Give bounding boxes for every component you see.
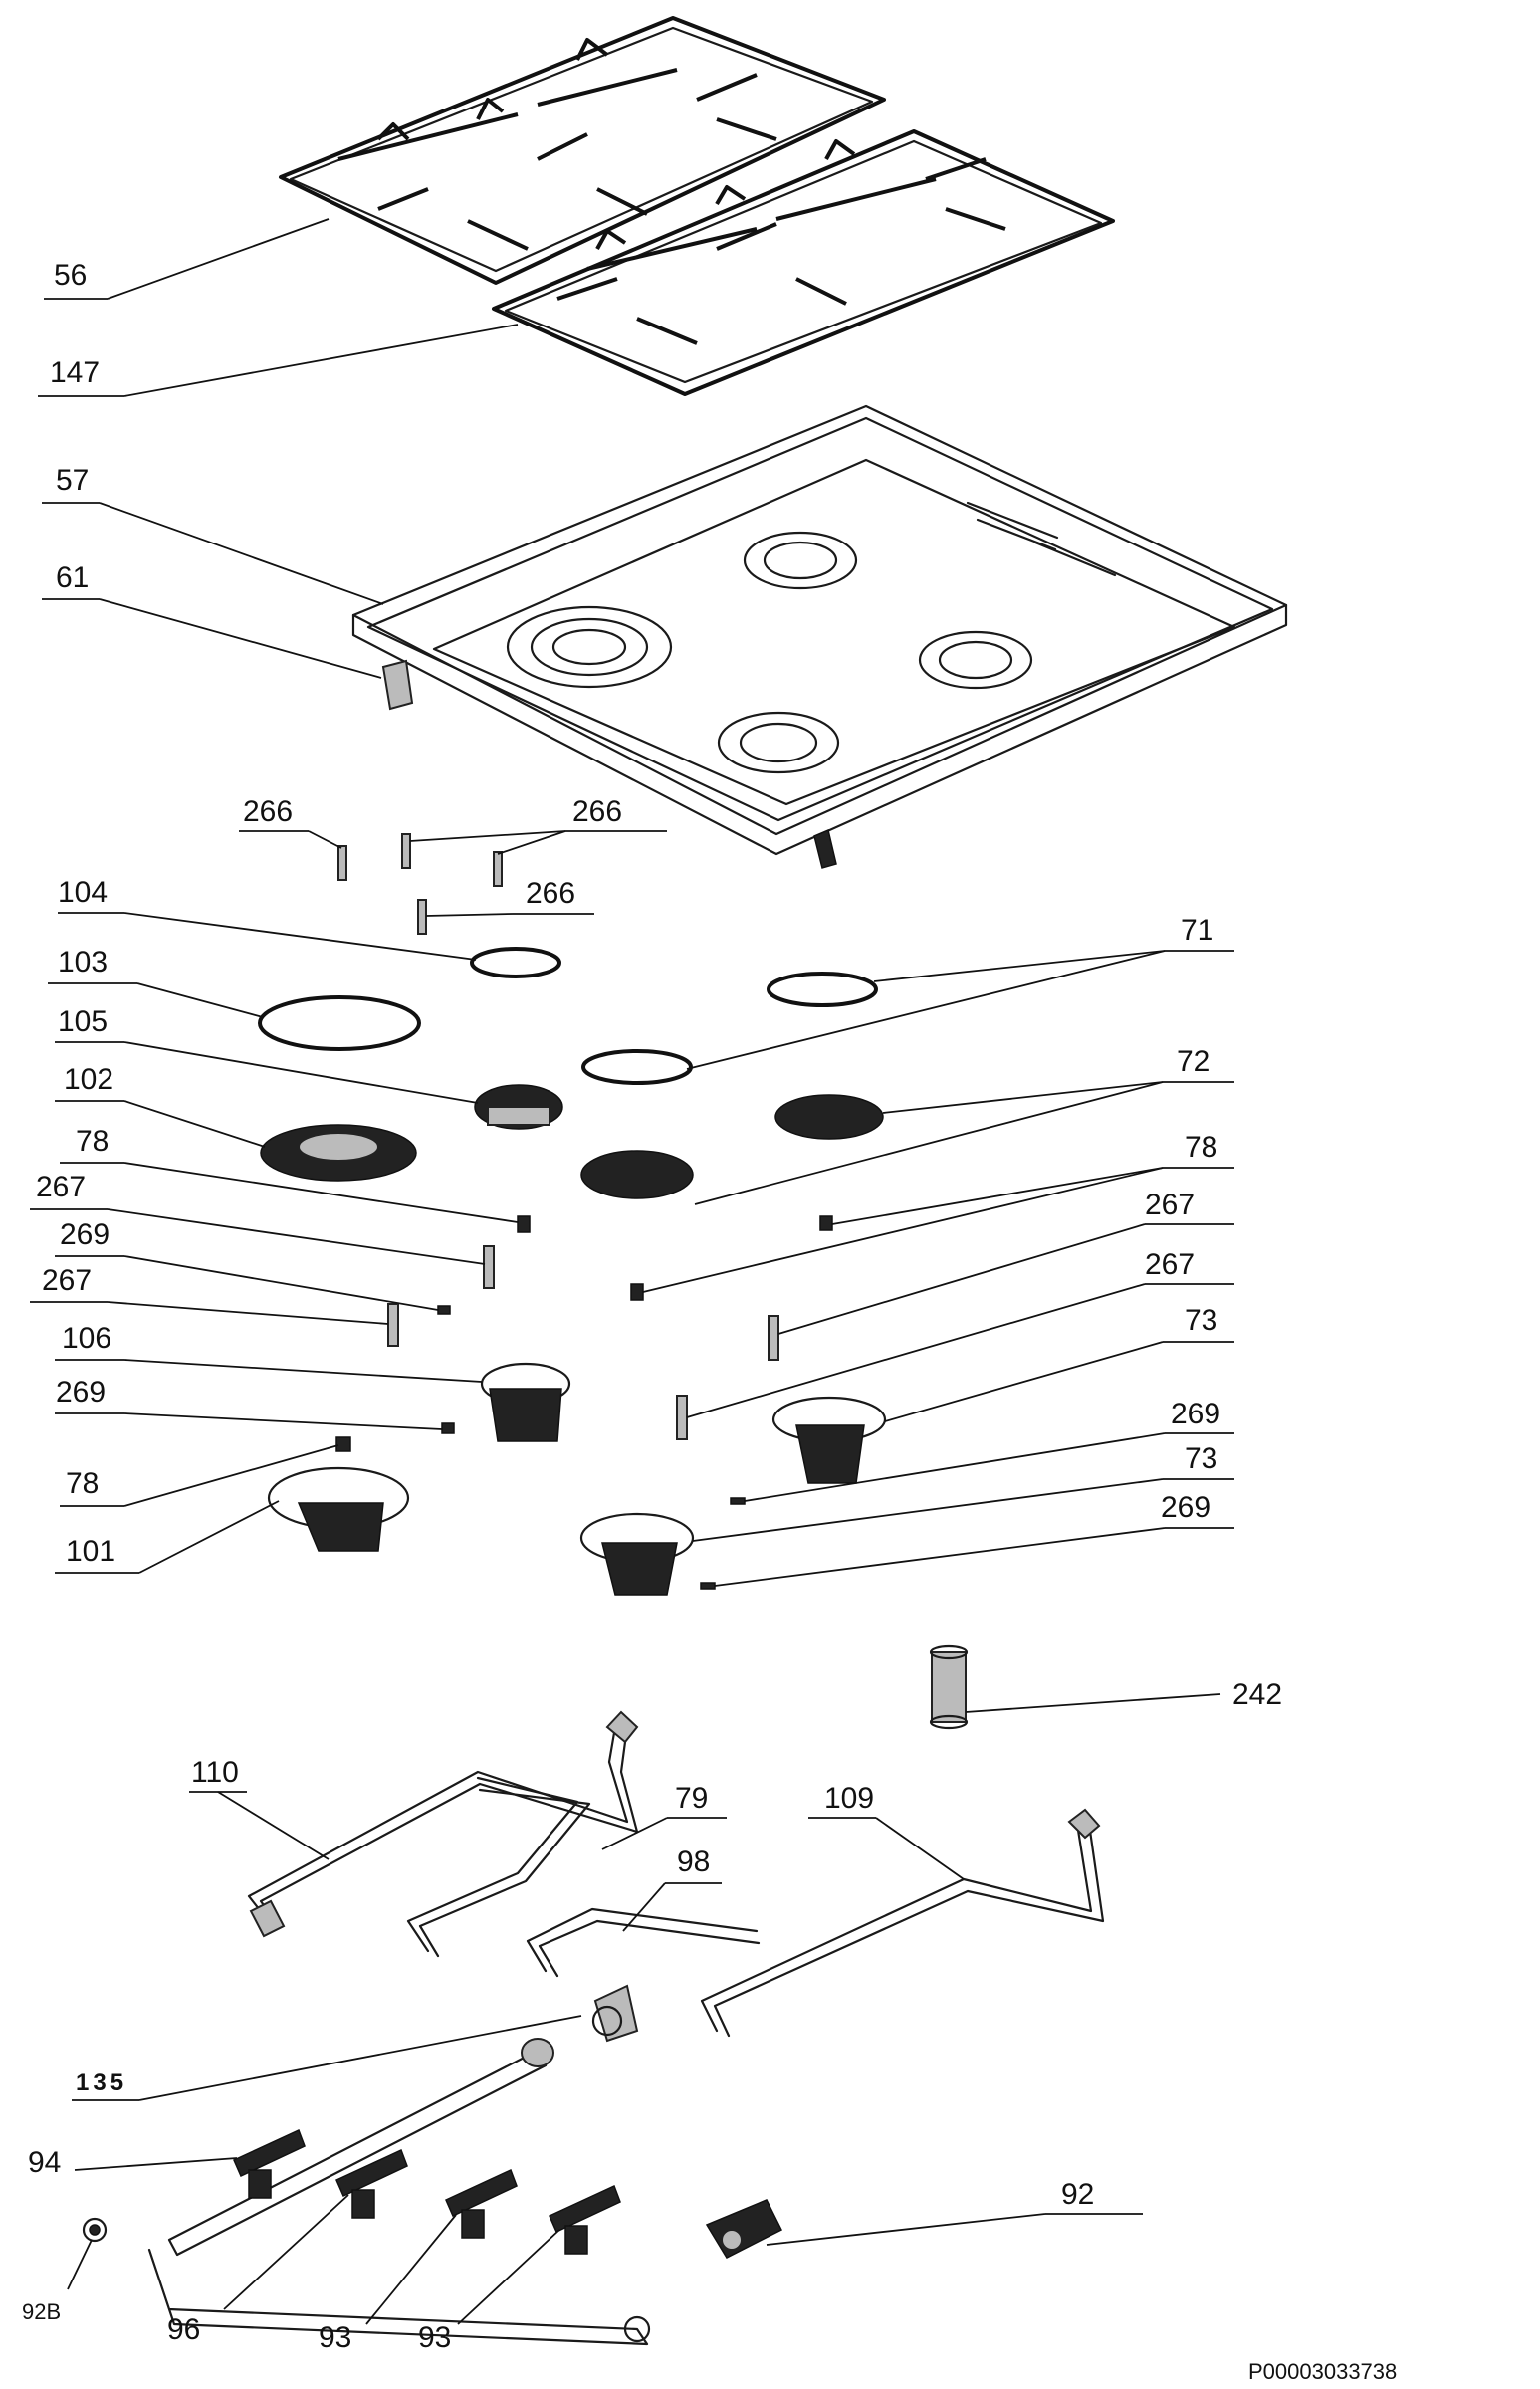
label-269-d: 269: [1161, 1491, 1210, 1524]
gas-taps: [147, 2128, 651, 2346]
label-110: 110: [191, 1756, 239, 1789]
gas-rail-135: [167, 1984, 639, 2257]
label-57: 57: [56, 464, 89, 497]
gas-pipes: [247, 1710, 1105, 2038]
part-number-labels: 56 147 57 61 266 266 266 104 103 105 102…: [22, 259, 1282, 2354]
burner-caps-left: [258, 947, 563, 1347]
label-93-b: 93: [418, 2321, 451, 2354]
label-101: 101: [66, 1535, 115, 1568]
label-79: 79: [675, 1782, 708, 1815]
label-94: 94: [28, 2146, 61, 2179]
label-109: 109: [824, 1782, 874, 1815]
label-269-b: 269: [56, 1376, 106, 1409]
label-242: 242: [1232, 1678, 1282, 1711]
label-104: 104: [58, 876, 108, 909]
label-92: 92: [1061, 2178, 1094, 2211]
label-78-b: 78: [66, 1467, 99, 1500]
pan-support-56: [279, 16, 886, 285]
label-73-b: 73: [1185, 1442, 1217, 1475]
label-92B: 92B: [22, 2299, 61, 2324]
burner-bodies-right: [579, 1396, 887, 1596]
injector-242: [929, 1644, 969, 1730]
label-266-lower: 266: [526, 877, 575, 910]
document-code: P00003033738: [1248, 2359, 1397, 2384]
label-73-a: 73: [1185, 1304, 1217, 1337]
label-103: 103: [58, 946, 108, 978]
label-267-c: 267: [1145, 1189, 1195, 1221]
valve-92: [705, 2199, 783, 2259]
label-269-c: 269: [1171, 1398, 1220, 1430]
label-72: 72: [1177, 1045, 1210, 1078]
label-147: 147: [50, 356, 100, 389]
label-269-a: 269: [60, 1218, 110, 1251]
label-78-c: 78: [1185, 1131, 1217, 1164]
label-78-a: 78: [76, 1125, 109, 1158]
label-71: 71: [1181, 914, 1213, 947]
label-56: 56: [54, 259, 87, 292]
label-266-left: 266: [243, 795, 293, 828]
label-106: 106: [62, 1322, 111, 1355]
burner-bodies-left: [267, 1362, 571, 1552]
burner-caps-right: [580, 972, 884, 1440]
label-98: 98: [677, 1846, 710, 1878]
pan-support-147: [492, 129, 1115, 396]
nut-92B: [82, 2217, 108, 2243]
label-105: 105: [58, 1005, 108, 1038]
label-267-d: 267: [1145, 1248, 1195, 1281]
spark-electrodes-266: [337, 833, 503, 935]
label-267-b: 267: [42, 1264, 92, 1297]
label-102: 102: [64, 1063, 113, 1096]
leader-lines: [30, 218, 1234, 2325]
label-93-a: 93: [319, 2321, 351, 2354]
label-135: 135: [76, 2069, 127, 2096]
label-61: 61: [56, 561, 89, 594]
label-267-a: 267: [36, 1171, 86, 1203]
label-266-right: 266: [572, 795, 622, 828]
label-96: 96: [167, 2313, 200, 2346]
hob-top-57: [351, 404, 1288, 869]
